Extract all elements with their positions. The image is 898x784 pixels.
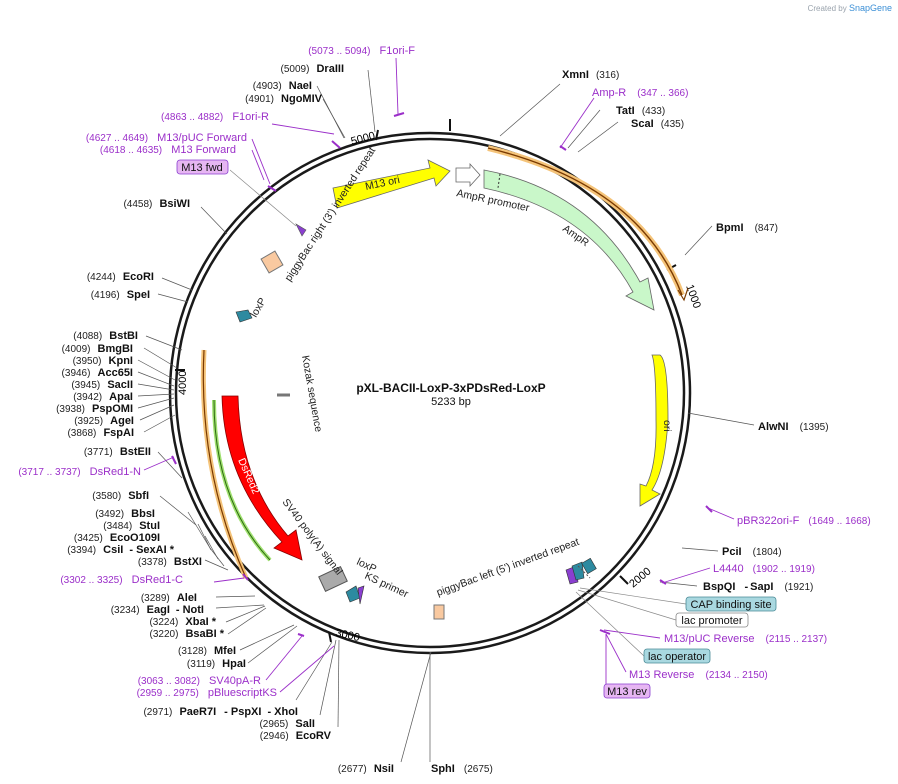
plasmid-name: pXL-BACII-LoxP-3xPDsRed-LoxP (356, 381, 545, 395)
feature-loxp-top: loxP (248, 296, 269, 320)
site-ecorv: (2946) EcoRV (260, 730, 332, 742)
site-alwni: AlwNI (1395) (758, 421, 829, 433)
primer-m13-puc-forward: (4627 .. 4649) M13/pUC Forward (86, 132, 247, 144)
ruler-label-1000: 1000 (683, 283, 703, 310)
feature-kozak: Kozak sequence (299, 354, 324, 433)
site-bstxi: (3378) BstXI (138, 556, 202, 568)
primer-pbr322ori-f: pBR322ori-F (1649 .. 1668) (737, 515, 871, 527)
plasmid-length: 5233 bp (431, 396, 471, 408)
backbone-inner (174, 137, 686, 649)
site-sali: (2965) SalI (259, 718, 315, 730)
m13-rev-label: M13 rev (607, 686, 647, 698)
site-pspomi: (3938) PspOMI (56, 403, 133, 415)
lac-promoter-box (675, 612, 749, 628)
ruler-label-4000: 4000 (177, 371, 189, 395)
ampr-promoter-arrow (455, 162, 481, 188)
m13-rev-box (603, 683, 651, 699)
snapgene-credit: Created by SnapGene (807, 3, 892, 13)
primer-pbluescriptks: (2959 .. 2975) pBluescriptKS (137, 687, 277, 699)
site-csii: (3394) CsiI- SexAI * (67, 544, 175, 556)
site-scai: ScaI (435) (631, 118, 684, 130)
loxp-top-marker (235, 309, 253, 323)
site-fspai: (3868) FspAI (67, 427, 134, 439)
m13-ori-arrow (332, 159, 451, 209)
site-ecoo109i: (3425) EcoO109I (74, 532, 160, 544)
ruler-label-3000: 3000 (334, 627, 360, 644)
lac-operator-box (643, 648, 711, 664)
site-tati: TatI (433) (616, 105, 665, 117)
m13-fwd-marker (295, 223, 307, 237)
site-pcii: PciI (1804) (722, 546, 782, 558)
site-hpai: (3119) HpaI (187, 658, 246, 670)
site-naei: (4903) NaeI (253, 80, 312, 92)
site-bspqi: BspQI -SapI (1921) (703, 581, 813, 593)
site-nsii: (2677) NsiI (338, 763, 394, 775)
primer-amp-r: Amp-R (347 .. 366) (592, 87, 688, 99)
site-sbfi: (3580) SbfI (92, 490, 149, 502)
site-mfei: (3128) MfeI (178, 645, 236, 657)
primer-dsred1-n: (3717 .. 3737) DsRed1-N (18, 466, 141, 478)
primer-m13-forward: (4618 .. 4635) M13 Forward (100, 144, 236, 156)
ruler-tick-2000 (619, 575, 629, 585)
ruler-label-2000: 2000 (627, 565, 653, 590)
m13-fwd-label: M13 fwd (181, 162, 223, 174)
piggybac-right-box (260, 250, 284, 274)
primer-dsred1-c: (3302 .. 3325) DsRed1-C (60, 574, 183, 586)
site-paer7i: (2971) PaeR7I- PspXI- XhoI (143, 706, 298, 718)
site-bsiwi: (4458) BsiWI (123, 198, 190, 210)
ruler-tick-5000 (375, 129, 379, 141)
primer-sv40pa-r: (3063 .. 3082) SV40pA-R (138, 675, 261, 687)
site-sacii: (3945) SacII (71, 379, 133, 391)
primer-m13-reverse: M13 Reverse (2134 .. 2150) (629, 669, 768, 681)
site-bstbi: (4088) BstBI (73, 330, 138, 342)
site-bpmi: BpmI (847) (716, 222, 778, 234)
site-alei: (3289) AleI (141, 592, 197, 604)
site-sphi: SphI (2675) (431, 763, 493, 775)
site-xmni: XmnI (316) (562, 69, 619, 81)
site-ecori: (4244) EcoRI (87, 271, 154, 283)
site-apai: (3942) ApaI (73, 391, 133, 403)
site-acc65i: (3946) Acc65I (62, 367, 133, 379)
m13-fwd-box (176, 159, 229, 175)
ruler-tick-3000 (328, 631, 332, 643)
site-bmgbi: (4009) BmgBI (62, 343, 133, 355)
site-bbsi: (3492) BbsI (95, 508, 155, 520)
primer-f1ori-r: (4863 .. 4882) F1ori-R (161, 111, 269, 123)
ks-primer-marker (357, 585, 365, 605)
cap-binding-site-label: CAP binding site (690, 599, 771, 611)
site-spei: (4196) SpeI (91, 289, 150, 301)
site-ngomiv: (4901) NgoMIV (245, 93, 323, 105)
site-bsabi: (3220) BsaBI * (150, 628, 225, 640)
primer-l4440: L4440 (1902 .. 1919) (713, 563, 815, 575)
site-draiii: (5009) DraIII (281, 63, 344, 75)
site-eagi: (3234) EagI- NotI (111, 604, 204, 616)
lac-promoter-label: lac promoter (681, 615, 742, 627)
piggybac-left-box (433, 604, 445, 620)
site-bsteii: (3771) BstEII (84, 446, 151, 458)
feature-piggybac-left: piggyBac left (5') inverted repeat (435, 536, 581, 599)
site-xbai: (3224) XbaI * (149, 616, 216, 628)
primer-f1ori-f: (5073 .. 5094) F1ori-F (308, 45, 415, 57)
ampr-arrow (483, 169, 655, 311)
feature-piggybac-right: piggyBac right (3') inverted repeat (282, 145, 378, 283)
feature-ori: ori (661, 420, 673, 432)
primer-m13-puc-reverse: M13/pUC Reverse (2115 .. 2137) (664, 633, 827, 645)
sv40-box (318, 566, 348, 592)
site-kpni: (3950) KpnI (73, 355, 133, 367)
site-agei: (3925) AgeI (74, 415, 134, 427)
dsred2-arrow (221, 395, 303, 561)
cap-binding-site-box (685, 596, 777, 612)
feature-ks-primer: KS primer (363, 570, 411, 601)
ori-arrow (639, 354, 669, 507)
site-stui: (3484) StuI (103, 520, 160, 532)
lac-operator-label: lac operator (648, 651, 706, 663)
